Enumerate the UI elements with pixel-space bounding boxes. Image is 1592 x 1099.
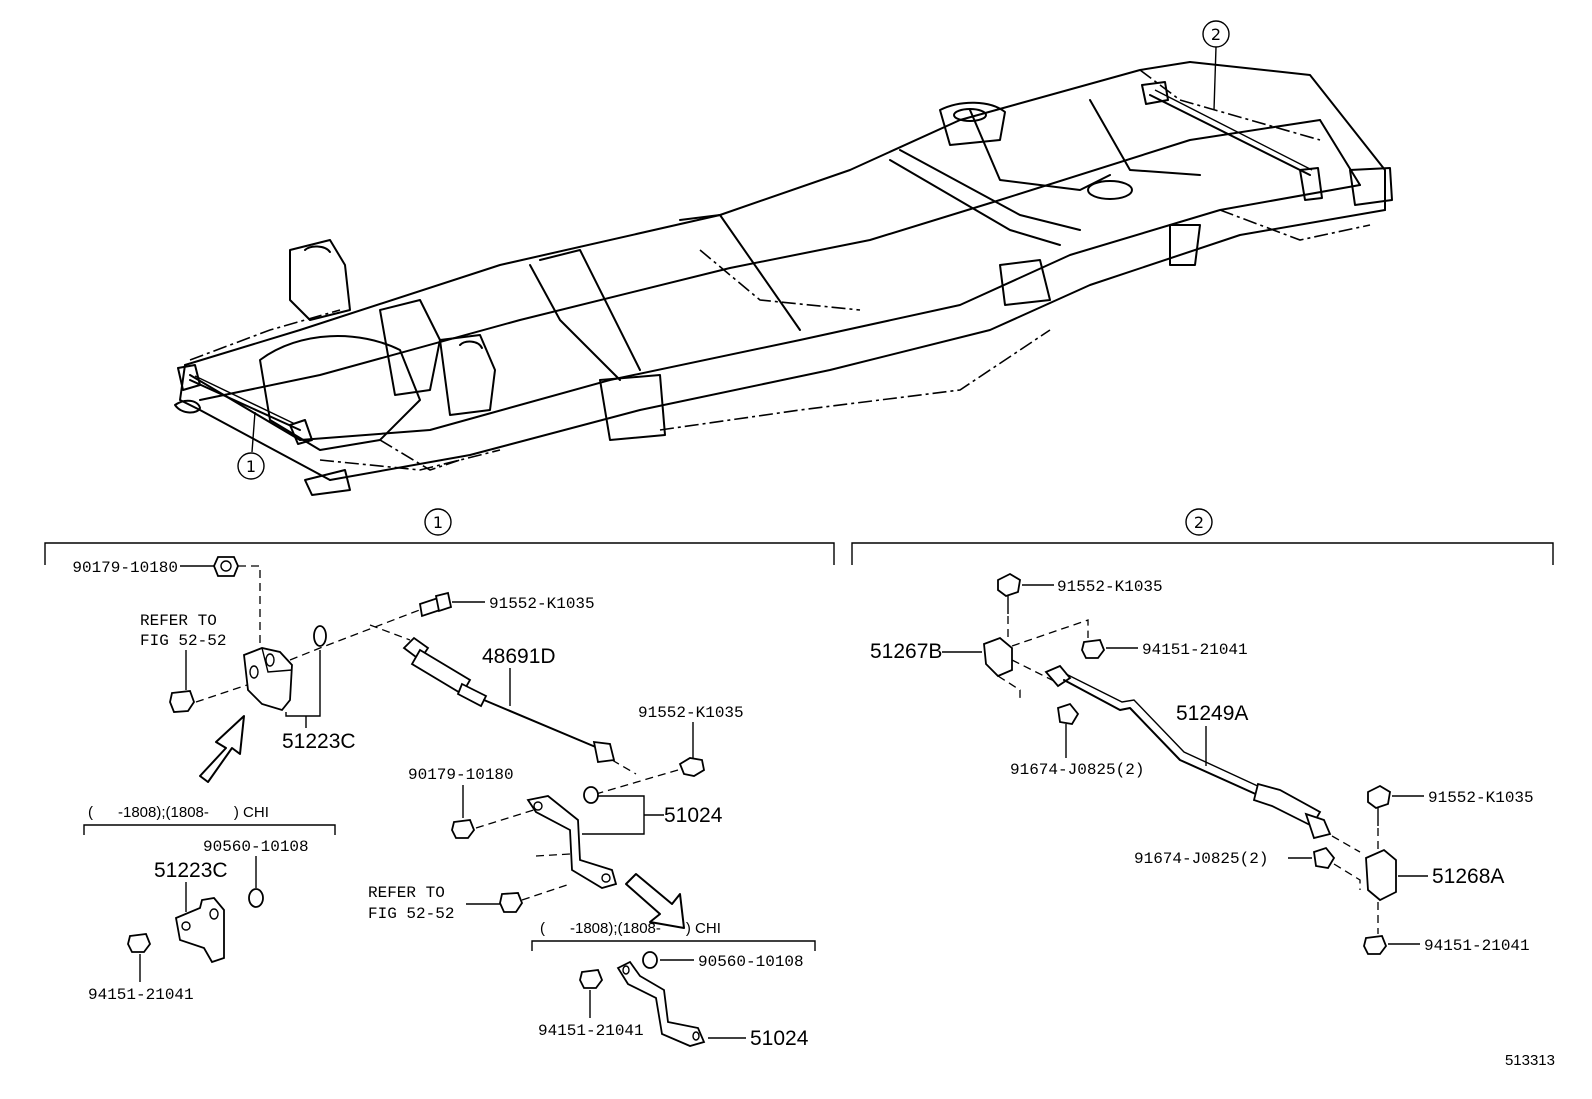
bolt-91552-k1035-sec2-top (997, 572, 1021, 598)
label-51268a: 51268A (1432, 865, 1504, 888)
label-90560-10108-left: 90560-10108 (203, 838, 309, 856)
section-1-bracket (44, 542, 835, 565)
condition-left: ( -1808);(1808- ) CHI (88, 804, 269, 821)
label-90179-10180-mid: 90179-10180 (408, 766, 514, 784)
washer-51223c (313, 625, 327, 647)
label-48691d: 48691D (482, 645, 556, 668)
washer-90560-10108-left (248, 888, 264, 908)
frame-callout-1: 1 (237, 411, 265, 480)
label-51223c: 51223C (282, 730, 356, 753)
label-51024-sub: 51024 (750, 1027, 809, 1050)
label-90560-10108-right: 90560-10108 (698, 953, 804, 971)
nut-90179-10180 (213, 556, 239, 577)
figure-number: 513313 (1505, 1052, 1555, 1069)
bracket-51267b (983, 636, 1013, 678)
refer-to-mid-line1: REFER TO (368, 884, 445, 902)
label-94151-21041-sec2-top: 94151-21041 (1142, 641, 1248, 659)
nut-94151-21041-left (127, 933, 152, 953)
bracket-51268a (1365, 848, 1397, 902)
section-1: 1 90179-10180 REFER TO FIG 52-52 51223C … (44, 508, 835, 929)
refer-to-left-line1: REFER TO (140, 612, 217, 630)
label-91674-j0825-left: 91674-J0825(2) (1010, 761, 1144, 779)
label-51267b: 51267B (870, 640, 942, 663)
refer-to-left-line2: FIG 52-52 (140, 632, 226, 650)
label-94151-21041-sec2-bottom: 94151-21041 (1424, 937, 1530, 955)
nut-refer-left (169, 690, 196, 713)
label-91552-k1035-top: 91552-K1035 (489, 595, 595, 613)
nut-90179-10180-mid (451, 819, 476, 839)
label-90179-10180-top: 90179-10180 (72, 559, 178, 577)
label-51223c-sub: 51223C (154, 859, 228, 882)
section-2-number: 2 (1194, 513, 1204, 532)
label-94151-21041-right: 94151-21041 (538, 1022, 644, 1040)
section-2-bracket (851, 542, 1554, 565)
label-91552-k1035-sec2-right: 91552-K1035 (1428, 789, 1534, 807)
section-1-number: 1 (433, 513, 443, 532)
nut-94151-21041-sec2-top (1081, 639, 1106, 659)
label-91674-j0825-right: 91674-J0825(2) (1134, 850, 1268, 868)
label-91552-k1035-sec2-top: 91552-K1035 (1057, 578, 1163, 596)
label-51249a: 51249A (1176, 702, 1248, 725)
washer-51024 (583, 786, 599, 804)
bracket-51024 (526, 795, 618, 889)
vehicle-frame-illustration (174, 61, 1393, 496)
frame-callout-2: 2 (1202, 20, 1230, 111)
label-51024: 51024 (664, 804, 723, 827)
nut-94151-21041-right (579, 969, 604, 989)
bracket-51223c-sub (174, 897, 225, 964)
washer-90560-10108-right (642, 951, 658, 969)
bolt-91674-j0825-sec2-left (1057, 702, 1080, 725)
label-91552-k1035-right: 91552-K1035 (638, 704, 744, 722)
callout-1-number: 1 (246, 457, 256, 476)
bracket-51223c (243, 647, 293, 712)
view-arrow-right (625, 873, 685, 929)
nut-94151-21041-sec2-bottom (1363, 935, 1388, 955)
bolt-91552-k1035-right (678, 757, 706, 777)
bracket-51024-sub (616, 960, 706, 1047)
bolt-91674-j0825-sec2-right (1313, 846, 1336, 869)
nut-refer-mid (499, 892, 524, 913)
section-2: 2 91552-K1035 51267B 94151-21041 51249A … (851, 508, 1554, 955)
refer-to-mid-line2: FIG 52-52 (368, 905, 454, 923)
callout-2-number: 2 (1211, 25, 1221, 44)
bolt-91552-k1035-sec2-right (1367, 784, 1391, 810)
section-1-sub-right: ( -1808);(1808- ) CHI 90560-10108 94151-… (531, 920, 816, 1050)
view-arrow-left (199, 715, 245, 783)
label-94151-21041-left: 94151-21041 (88, 986, 194, 1004)
condition-right: ( -1808);(1808- ) CHI (540, 920, 721, 937)
section-1-sub-left: ( -1808);(1808- ) CHI 90560-10108 51223C… (83, 804, 336, 1004)
